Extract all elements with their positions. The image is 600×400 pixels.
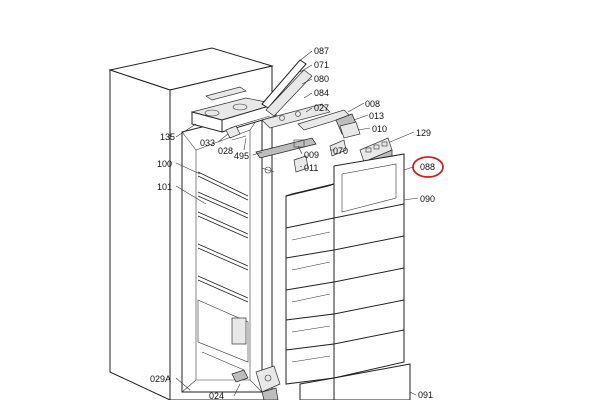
label-028: 028 [218, 146, 233, 156]
shelf-2 [197, 191, 249, 219]
label-100: 100 [157, 159, 172, 169]
drawer-3 [285, 235, 405, 293]
freezer-cabinet [108, 47, 274, 400]
label-033: 033 [200, 138, 215, 148]
highlight-088 [403, 156, 444, 178]
callout-labels: 087 071 080 084 027 008 013 010 129 135 … [150, 46, 435, 400]
label-135: 135 [160, 132, 175, 142]
shelf-1 [197, 171, 249, 201]
label-024: 024 [209, 391, 224, 400]
label-013: 013 [369, 111, 384, 121]
drawer-4 [285, 267, 405, 325]
top-bracket [205, 86, 247, 101]
drawer-2 [285, 203, 405, 263]
control-parts-cluster [225, 59, 361, 174]
drawer-6 [285, 329, 405, 385]
label-027: 027 [314, 103, 329, 113]
label-129: 129 [416, 128, 431, 138]
label-010: 010 [372, 124, 387, 134]
label-080: 080 [314, 74, 329, 84]
label-087: 087 [314, 46, 329, 56]
label-009: 009 [304, 150, 319, 160]
label-071: 071 [314, 60, 329, 70]
shelf-4 [197, 243, 249, 271]
label-091: 091 [418, 390, 433, 400]
label-088: 088 [420, 162, 435, 172]
shelf-5 [197, 275, 249, 303]
label-008: 008 [365, 99, 380, 109]
label-101: 101 [157, 182, 172, 192]
label-090: 090 [420, 194, 435, 204]
wire-shelves [197, 171, 249, 371]
label-495: 495 [234, 151, 249, 161]
drawer-7-bottom [299, 363, 411, 400]
label-070: 070 [333, 146, 348, 156]
label-011: 011 [304, 163, 318, 173]
bottom-hinge-parts [231, 365, 281, 400]
label-084: 084 [314, 88, 329, 98]
shelf-3 [197, 211, 249, 239]
freezer-drawers [285, 153, 411, 400]
drawer-1 [285, 153, 405, 233]
leader-lines [175, 50, 419, 397]
label-029A: 029A [150, 374, 171, 384]
